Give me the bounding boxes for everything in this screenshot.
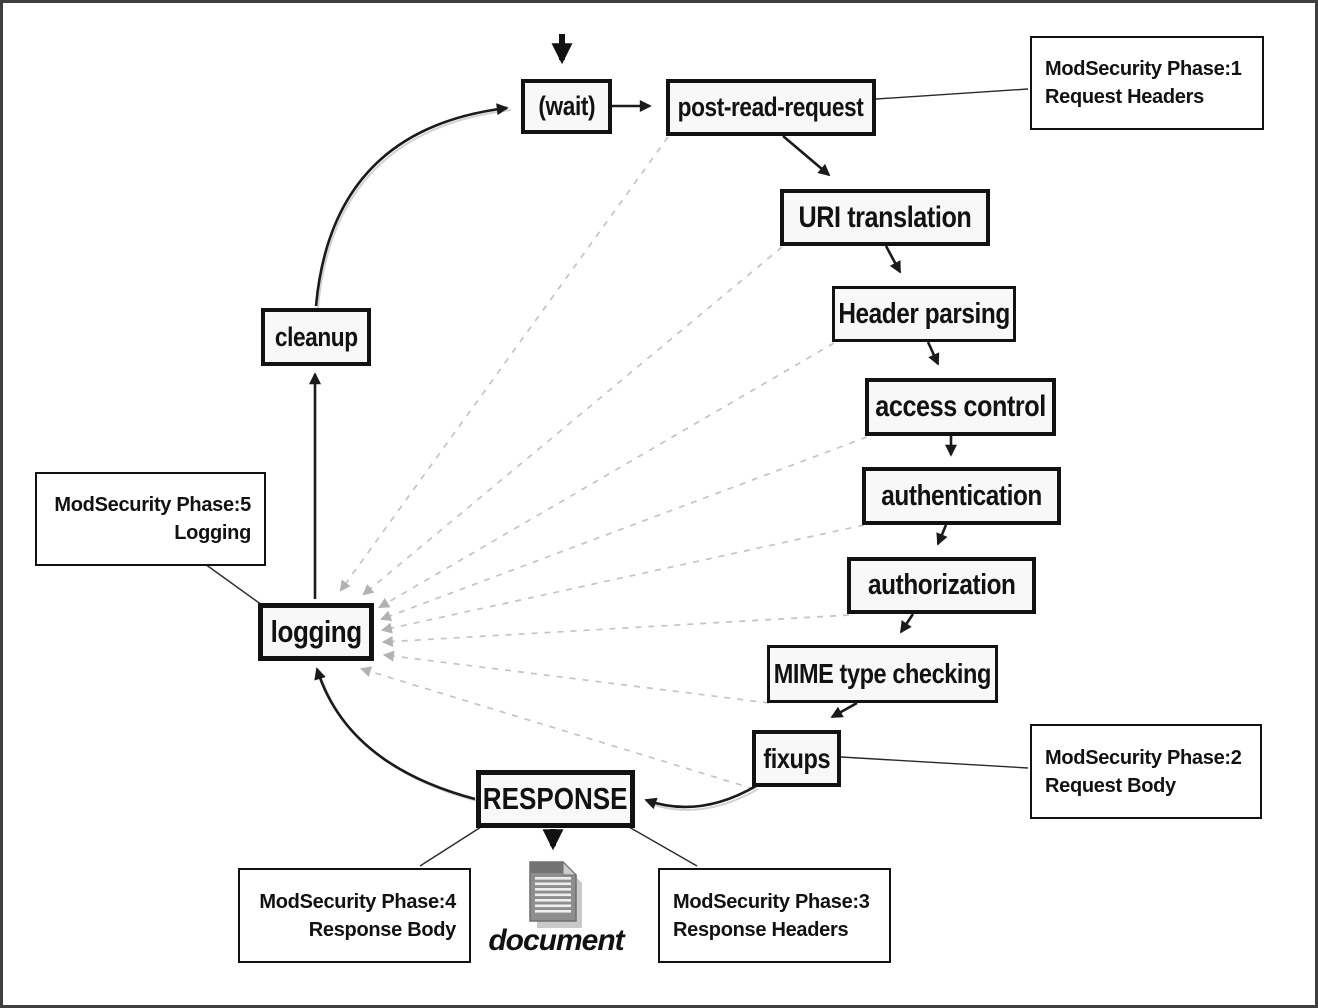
node-response-label: RESPONSE — [483, 781, 628, 816]
annotation-phase5-line2: Logging — [174, 522, 251, 544]
dashed-link-header-parsing-logging — [378, 342, 835, 609]
node-logging: logging — [258, 603, 374, 661]
node-cleanup-label: cleanup — [274, 321, 358, 352]
node-header-parsing-label: Header parsing — [838, 297, 1010, 330]
annotation-modsecurity-phase3: ModSecurity Phase:3 Response Headers — [658, 868, 891, 963]
node-authorization-label: authorization — [867, 569, 1016, 601]
leader-response-phase4 — [419, 826, 482, 867]
document-label: document — [488, 924, 624, 957]
node-uri-translation-label: URI translation — [798, 200, 972, 234]
arc-echoes — [317, 109, 759, 811]
flow-response-to-logging-arc — [314, 667, 476, 801]
node-authorization: authorization — [847, 557, 1036, 614]
node-access-control: access control — [865, 378, 1056, 436]
document-icon — [529, 860, 582, 928]
leader-post-read-request-phase1 — [875, 88, 1029, 100]
annotation-modsecurity-phase2: ModSecurity Phase:2 Request Body — [1030, 724, 1262, 819]
dashed-logging-links — [339, 136, 868, 790]
flow-authorization-to-mime-type-checking — [899, 613, 915, 634]
node-authentication: authentication — [862, 467, 1061, 525]
leader-phase5-logging — [204, 563, 263, 606]
dashed-link-authorization-logging — [381, 614, 850, 647]
node-wait-label: (wait) — [538, 91, 595, 121]
leader-response-phase3 — [628, 826, 698, 867]
dashed-link-authentication-logging — [380, 524, 865, 634]
node-cleanup: cleanup — [261, 308, 371, 366]
annotation-phase5-line1: ModSecurity Phase:5 — [54, 494, 251, 516]
callout-leader-lines — [204, 88, 1029, 867]
annotation-phase4-line2: Response Body — [308, 918, 457, 941]
annotation-phase2-line1: ModSecurity Phase:2 — [1045, 746, 1242, 769]
node-fixups: fixups — [752, 730, 841, 787]
annotation-phase4-line1: ModSecurity Phase:4 — [259, 890, 456, 913]
dashed-link-fixups-logging — [359, 666, 755, 790]
node-header-parsing: Header parsing — [832, 286, 1016, 342]
node-logging-label: logging — [270, 614, 362, 649]
annotation-modsecurity-phase1: ModSecurity Phase:1 Request Headers — [1030, 36, 1264, 130]
leader-fixups-phase2 — [840, 756, 1029, 769]
flow-arrows — [309, 100, 957, 810]
node-post-read-request: post-read-request — [666, 79, 876, 136]
annotation-phase3-line1: ModSecurity Phase:3 — [673, 890, 870, 913]
flow-post-read-request-to-uri-translation — [782, 135, 831, 177]
flow-fixups-to-response-arc — [644, 784, 757, 810]
node-post-read-request-label: post-read-request — [678, 92, 864, 122]
node-mime-type-checking: MIME type checking — [767, 645, 998, 703]
flow-authentication-to-authorization — [936, 524, 948, 546]
dashed-link-mime-type-checking-logging — [382, 650, 770, 704]
flow-mime-type-checking-to-fixups — [830, 701, 858, 719]
annotation-phase3-line2: Response Headers — [673, 918, 849, 941]
thick-arrows — [542, 34, 573, 851]
annotation-modsecurity-phase5: ModSecurity Phase:5 Logging — [35, 472, 266, 566]
node-uri-translation: URI translation — [780, 189, 990, 246]
dashed-link-access-control-logging — [379, 436, 868, 622]
node-response: RESPONSE — [476, 770, 635, 828]
annotation-phase2-line2: Request Body — [1045, 774, 1176, 797]
flow-header-parsing-to-access-control — [926, 341, 940, 366]
annotation-phase1-line2: Request Headers — [1045, 86, 1204, 108]
node-wait: (wait) — [521, 79, 612, 134]
flow-uri-translation-to-header-parsing — [884, 245, 902, 274]
dashed-link-post-read-request-logging — [339, 136, 669, 592]
node-mime-type-checking-label: MIME type checking — [773, 658, 992, 689]
node-access-control-label: access control — [875, 390, 1046, 423]
node-fixups-label: fixups — [763, 742, 830, 774]
annotation-modsecurity-phase4: ModSecurity Phase:4 Response Body — [238, 868, 471, 963]
dashed-link-uri-translation-logging — [362, 246, 783, 596]
flow-cleanup-to-wait-arc — [314, 103, 509, 307]
node-authentication-label: authentication — [881, 479, 1042, 512]
annotation-phase1-line1: ModSecurity Phase:1 — [1045, 58, 1242, 80]
